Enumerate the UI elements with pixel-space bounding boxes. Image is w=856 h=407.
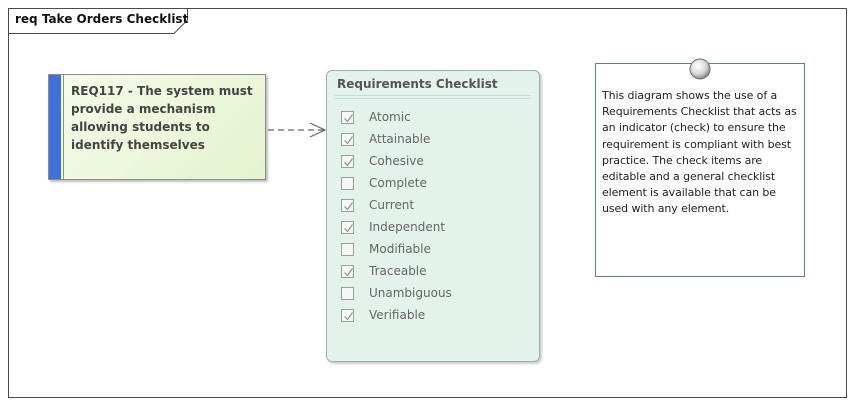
checklist-item: Unambiguous [341, 282, 452, 304]
checklist-item-label: Independent [369, 220, 446, 234]
dependency-connector[interactable] [266, 118, 330, 142]
checklist-title: Requirements Checklist [337, 77, 498, 91]
checkmark-icon [344, 157, 353, 166]
checklist-checkbox[interactable] [341, 286, 354, 300]
checklist-item: Independent [341, 216, 452, 238]
checkmark-icon [344, 311, 353, 320]
pin-icon [689, 58, 711, 80]
checklist-item-label: Atomic [369, 110, 411, 124]
checklist-checkbox[interactable] [341, 176, 354, 190]
checkmark-icon [344, 267, 353, 276]
checkmark-icon [344, 223, 353, 232]
checklist-title-rule [335, 95, 531, 99]
checklist-item-label: Cohesive [369, 154, 424, 168]
checklist-checkbox[interactable] [341, 264, 354, 278]
checklist-checkbox[interactable] [341, 110, 354, 124]
checkmark-icon [344, 113, 353, 122]
checklist-item-label: Verifiable [369, 308, 426, 322]
requirement-element[interactable]: REQ117 - The system must provide a mecha… [48, 74, 266, 180]
checklist-item-label: Traceable [369, 264, 427, 278]
checklist-item: Traceable [341, 260, 452, 282]
checklist-item: Verifiable [341, 304, 452, 326]
checklist-item-label: Attainable [369, 132, 431, 146]
checklist-item: Cohesive [341, 150, 452, 172]
checklist-checkbox[interactable] [341, 198, 354, 212]
arrowhead-icon [309, 122, 327, 138]
checklist-checkbox[interactable] [341, 308, 354, 322]
checklist-item: Modifiable [341, 238, 452, 260]
note-text: This diagram shows the use of a Requirem… [602, 89, 797, 216]
frame-title: req Take Orders Checklist [15, 12, 189, 26]
checkmark-icon [344, 135, 353, 144]
checklist-checkbox[interactable] [341, 220, 354, 234]
checklist-item-label: Complete [369, 176, 427, 190]
checkmark-icon [344, 201, 353, 210]
requirement-accent-bar [49, 75, 61, 179]
checklist-checkbox[interactable] [341, 132, 354, 146]
checklist-item-label: Current [369, 198, 415, 212]
checklist-item-label: Modifiable [369, 242, 431, 256]
checklist-item-label: Unambiguous [369, 286, 452, 300]
requirement-divider [63, 75, 64, 179]
checklist-item: Attainable [341, 128, 452, 150]
checklist-checkbox[interactable] [341, 242, 354, 256]
checklist-checkbox[interactable] [341, 154, 354, 168]
checklist-item: Complete [341, 172, 452, 194]
checklist-item: Atomic [341, 106, 452, 128]
requirement-text: REQ117 - The system must provide a mecha… [71, 84, 253, 152]
checklist-item: Current [341, 194, 452, 216]
note-element[interactable]: This diagram shows the use of a Requirem… [595, 63, 805, 277]
